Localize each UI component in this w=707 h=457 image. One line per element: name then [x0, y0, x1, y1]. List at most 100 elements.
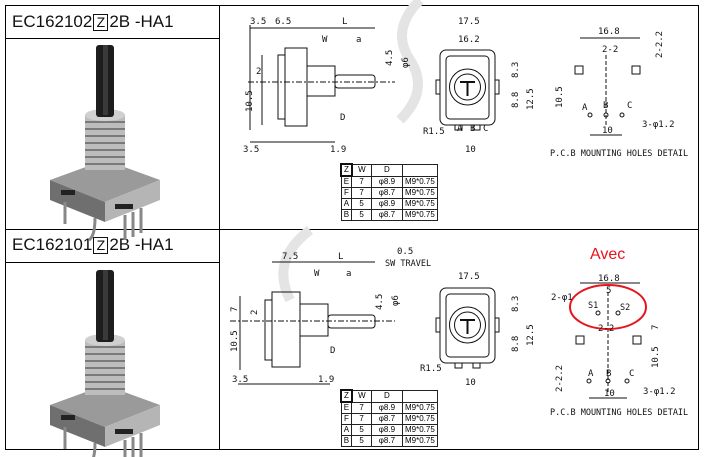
- dim: D: [340, 113, 345, 123]
- dim: 4.5: [375, 294, 385, 310]
- dim: 10.5: [651, 346, 661, 368]
- dim: A: [457, 124, 463, 134]
- cell: M9*0.75: [401, 413, 438, 425]
- front-view-2-dims: 17.5 8.3 8.8 12.5 R1.5 10: [420, 272, 536, 388]
- dim: 4.5: [385, 50, 395, 66]
- dim: 2: [250, 310, 260, 315]
- cell: 7: [351, 413, 372, 425]
- header-cell: Z: [340, 163, 353, 177]
- cell: 5: [351, 435, 372, 447]
- dim: C: [629, 369, 634, 379]
- dim: a: [356, 35, 361, 45]
- dim: L: [342, 17, 347, 27]
- pcb-layout-2: [575, 282, 642, 399]
- dim: 0.5: [397, 247, 413, 257]
- dim: B: [603, 101, 608, 111]
- dim: 2-2.2: [555, 365, 565, 392]
- dim: S1: [588, 301, 598, 311]
- dim: 2-φ1: [551, 293, 573, 303]
- pcb-layout-1-dims: 16.8 2-2 2-2.2 10.5 A B C 3-φ1.2 10 P.C.…: [550, 27, 688, 159]
- dim: 1.9: [318, 375, 334, 385]
- dim: 5: [606, 286, 611, 296]
- dim: 16.8: [598, 27, 620, 37]
- cell: M9*0.75: [401, 175, 438, 188]
- dim: W: [314, 269, 320, 279]
- dim: 10: [465, 145, 476, 155]
- dim: C: [483, 124, 488, 134]
- cell: 5: [351, 424, 372, 436]
- cell: 7: [351, 187, 372, 199]
- dim: φ6: [401, 57, 411, 68]
- pcb-layout-2-dims: Avec 16.8 5 2-φ1 S1 S2 2-2 7 10.5 2-2.2 …: [550, 246, 688, 418]
- dim: 1.9: [330, 145, 346, 155]
- encoder-photo-2: [48, 268, 162, 457]
- dim: 8.8: [511, 336, 521, 352]
- cell: φ8.7: [370, 187, 403, 199]
- code-box: Z: [93, 13, 109, 31]
- cell: φ8.9: [370, 175, 403, 188]
- cell: φ8.7: [370, 413, 403, 425]
- dim: C: [627, 101, 632, 111]
- header-cell: Z: [340, 389, 353, 403]
- dim: 2-2: [602, 45, 618, 55]
- cell: F: [340, 413, 353, 425]
- dim: 17.5: [458, 272, 480, 282]
- code-box: Z: [93, 236, 109, 254]
- dim: φ6: [391, 295, 401, 306]
- dim: 7.5: [282, 252, 298, 262]
- dim: 2: [256, 67, 261, 77]
- dim: 16.8: [598, 274, 620, 284]
- dim: 16.2: [458, 35, 480, 45]
- dim: D: [330, 346, 335, 356]
- code-prefix: EC162101: [12, 235, 93, 254]
- dim: W: [322, 35, 328, 45]
- front-view-1: [435, 49, 500, 131]
- divider: [6, 229, 698, 230]
- dim: B: [606, 369, 611, 379]
- pcb-caption: P.C.B MOUNTING HOLES DETAIL: [550, 149, 688, 159]
- code-prefix: EC162102: [12, 12, 93, 31]
- header-cell: D: [370, 163, 403, 177]
- side-view-1-dims: 3.5 6.5 L W a 2 10.5 4.5 φ6 D 3.5 1.9: [243, 17, 411, 155]
- cell: E: [340, 401, 353, 414]
- header-cell: W: [351, 163, 372, 177]
- dim: A: [588, 369, 594, 379]
- cell: F: [340, 187, 353, 199]
- dim: 10.5: [245, 90, 255, 112]
- cell: M9*0.75: [401, 209, 438, 221]
- code-suffix: 2B -HA1: [109, 12, 174, 31]
- dim: 8.3: [511, 296, 521, 312]
- column-divider: [219, 6, 220, 449]
- dim: 3.5: [232, 375, 248, 385]
- dim: R1.5: [420, 364, 442, 374]
- dim: 3-φ1.2: [643, 387, 676, 397]
- dim: L: [338, 252, 343, 262]
- dim: 7: [651, 325, 661, 330]
- cell: A: [340, 198, 353, 210]
- cell: φ8.9: [370, 401, 403, 414]
- cell: M9*0.75: [401, 435, 438, 447]
- dim: 8.3: [511, 62, 521, 78]
- front-view-2: [435, 287, 500, 369]
- dim: 10: [604, 389, 615, 399]
- header-cell: W: [351, 389, 372, 403]
- dim: 10.5: [230, 330, 240, 352]
- header-cell: [401, 163, 438, 177]
- cell: 5: [351, 209, 372, 221]
- dim: 12.5: [526, 88, 536, 110]
- side-view-2: [230, 261, 395, 385]
- cell: φ8.9: [370, 198, 403, 210]
- dim: B: [470, 124, 475, 134]
- cell: φ8.9: [370, 424, 403, 436]
- cell: M9*0.75: [401, 401, 438, 414]
- encoder-photo-1: [48, 43, 162, 242]
